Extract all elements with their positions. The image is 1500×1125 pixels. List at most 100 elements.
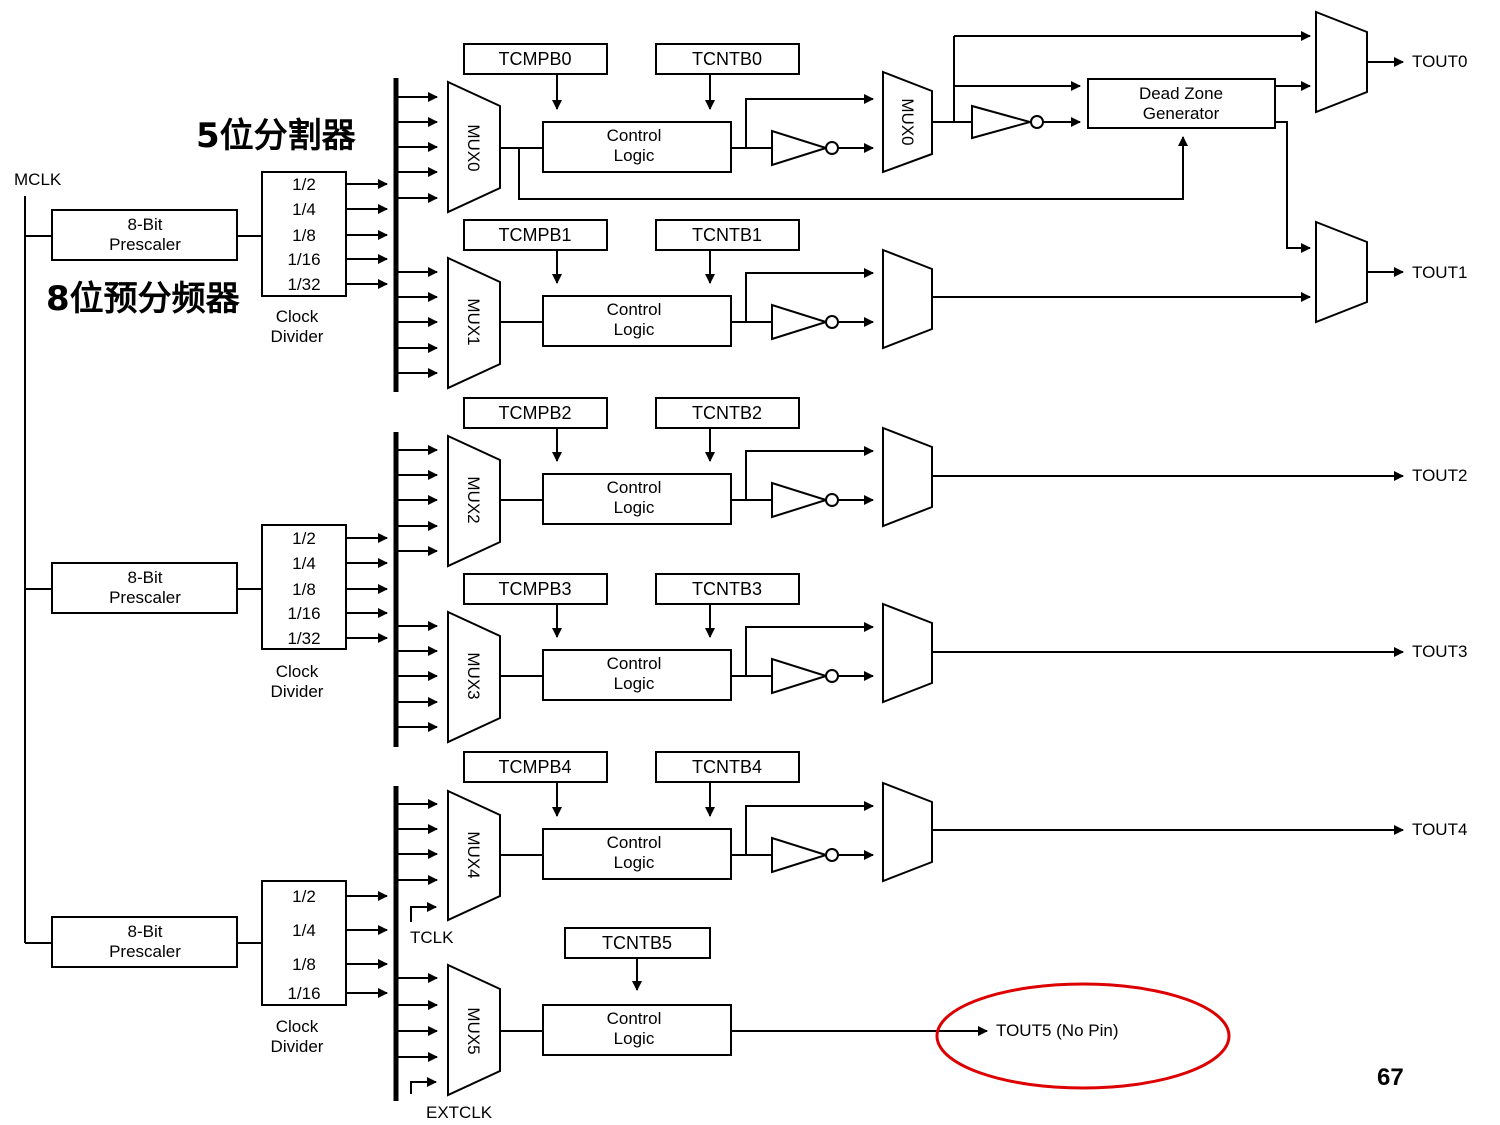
annotation-5bit-divider: 5位分割器 bbox=[196, 116, 357, 156]
control-logic-box bbox=[542, 121, 732, 173]
tout5-highlight-ellipse bbox=[935, 982, 1231, 1090]
svg-text:Control: Control bbox=[607, 478, 662, 497]
tcmpb-register: TCMPB3 bbox=[463, 573, 608, 638]
svg-text:TCNTB5: TCNTB5 bbox=[602, 933, 672, 953]
tclk-input: TCLK bbox=[410, 902, 454, 947]
tout1-label: TOUT1 bbox=[1412, 263, 1467, 282]
svg-text:TCNTB2: TCNTB2 bbox=[692, 403, 762, 423]
mux-label: MUX0 bbox=[464, 124, 483, 171]
output-mux bbox=[882, 602, 933, 704]
tout2-label: TOUT2 bbox=[1412, 466, 1467, 485]
divider-ratio-label: 1/8 bbox=[292, 580, 316, 599]
mclk-label: MCLK bbox=[14, 170, 62, 189]
tcmpb-register: TCMPB0 bbox=[463, 43, 608, 110]
svg-text:Control: Control bbox=[607, 300, 662, 319]
divider-ratio-label: 1/8 bbox=[292, 955, 316, 974]
tout4-label: TOUT4 bbox=[1412, 820, 1467, 839]
mux-label: MUX3 bbox=[464, 652, 483, 699]
mux-label: MUX4 bbox=[464, 831, 483, 878]
svg-text:Clock: Clock bbox=[276, 662, 319, 681]
svg-text:TCMPB4: TCMPB4 bbox=[498, 757, 571, 777]
svg-text:Logic: Logic bbox=[614, 853, 655, 872]
tcmpb-register: TCMPB1 bbox=[463, 219, 608, 284]
control-logic-box bbox=[542, 1004, 732, 1056]
input-mux bbox=[447, 434, 501, 568]
svg-text:TCMPB0: TCMPB0 bbox=[498, 49, 571, 69]
output-mux bbox=[882, 426, 933, 528]
input-mux bbox=[447, 789, 501, 922]
divider-ratio-label: 1/16 bbox=[287, 250, 320, 269]
channel0-deadzone-wiring bbox=[518, 31, 1311, 253]
svg-text:MUX0: MUX0 bbox=[898, 98, 917, 145]
inverter bbox=[771, 303, 830, 341]
tcntb-register: TCNTB3 bbox=[655, 573, 800, 638]
dead-zone-generator: Dead Zone Generator bbox=[1087, 78, 1276, 129]
svg-text:TCMPB1: TCMPB1 bbox=[498, 225, 571, 245]
divider-ratio-label: 1/32 bbox=[287, 275, 320, 294]
divider-ratio-label: 1/2 bbox=[292, 175, 316, 194]
tout5-label: TOUT5 (No Pin) bbox=[996, 1021, 1119, 1040]
svg-text:TCNTB1: TCNTB1 bbox=[692, 225, 762, 245]
tout3-label: TOUT3 bbox=[1412, 642, 1467, 661]
input-mux bbox=[447, 80, 501, 214]
output-mux bbox=[882, 248, 933, 350]
svg-text:Clock: Clock bbox=[276, 307, 319, 326]
tcntb-register: TCNTB5 bbox=[564, 927, 711, 991]
divider-ratio-label: 1/16 bbox=[287, 984, 320, 1003]
divider-ratio-label: 1/2 bbox=[292, 529, 316, 548]
svg-text:Logic: Logic bbox=[614, 674, 655, 693]
output-mux bbox=[882, 781, 933, 883]
tcmpb-register: TCMPB2 bbox=[463, 397, 608, 462]
output-lines bbox=[731, 57, 1404, 1036]
mux-label: MUX2 bbox=[464, 476, 483, 523]
svg-text:Logic: Logic bbox=[614, 146, 655, 165]
inverter bbox=[771, 836, 830, 874]
annotation-8bit-prescaler: 8位预分频器 bbox=[46, 279, 241, 319]
dynamic-blocks: 8-BitPrescaler8-BitPrescaler8-BitPrescal… bbox=[51, 43, 933, 1101]
mclk-bus bbox=[24, 196, 52, 944]
divider-ratio-label: 1/4 bbox=[292, 200, 316, 219]
svg-text:Logic: Logic bbox=[614, 498, 655, 517]
svg-text:8-Bit: 8-Bit bbox=[128, 215, 163, 234]
tcntb-register: TCNTB4 bbox=[655, 751, 800, 817]
tout1-mux bbox=[1315, 220, 1368, 324]
svg-text:Divider: Divider bbox=[271, 327, 324, 346]
input-mux bbox=[447, 963, 501, 1097]
control-logic-box bbox=[542, 473, 732, 525]
divider-ratio-label: 1/4 bbox=[292, 554, 316, 573]
svg-text:Clock: Clock bbox=[276, 1017, 319, 1036]
svg-text:TCMPB3: TCMPB3 bbox=[498, 579, 571, 599]
input-mux bbox=[447, 256, 501, 390]
divider-ratio-label: 1/4 bbox=[292, 921, 316, 940]
inverter bbox=[771, 657, 830, 695]
svg-text:Control: Control bbox=[607, 654, 662, 673]
divider-ratio-label: 1/8 bbox=[292, 226, 316, 245]
control-logic-box bbox=[542, 649, 732, 701]
tout0-mux bbox=[1315, 10, 1368, 114]
tout0-label: TOUT0 bbox=[1412, 52, 1467, 71]
tcntb-register: TCNTB1 bbox=[655, 219, 800, 284]
control-logic-box bbox=[542, 828, 732, 880]
svg-text:Generator: Generator bbox=[1143, 104, 1220, 123]
divider-ratio-label: 1/32 bbox=[287, 629, 320, 648]
svg-text:8-Bit: 8-Bit bbox=[128, 568, 163, 587]
svg-text:TCLK: TCLK bbox=[410, 928, 454, 947]
output-mux-0: MUX0 bbox=[882, 70, 933, 174]
tcntb-register: TCNTB0 bbox=[655, 43, 800, 110]
tcntb-register: TCNTB2 bbox=[655, 397, 800, 462]
extclk-input: EXTCLK bbox=[410, 1077, 493, 1122]
input-mux bbox=[447, 610, 501, 744]
svg-text:TCNTB3: TCNTB3 bbox=[692, 579, 762, 599]
svg-text:TCNTB0: TCNTB0 bbox=[692, 49, 762, 69]
svg-text:Divider: Divider bbox=[271, 1037, 324, 1056]
page-number: 67 bbox=[1377, 1064, 1404, 1091]
